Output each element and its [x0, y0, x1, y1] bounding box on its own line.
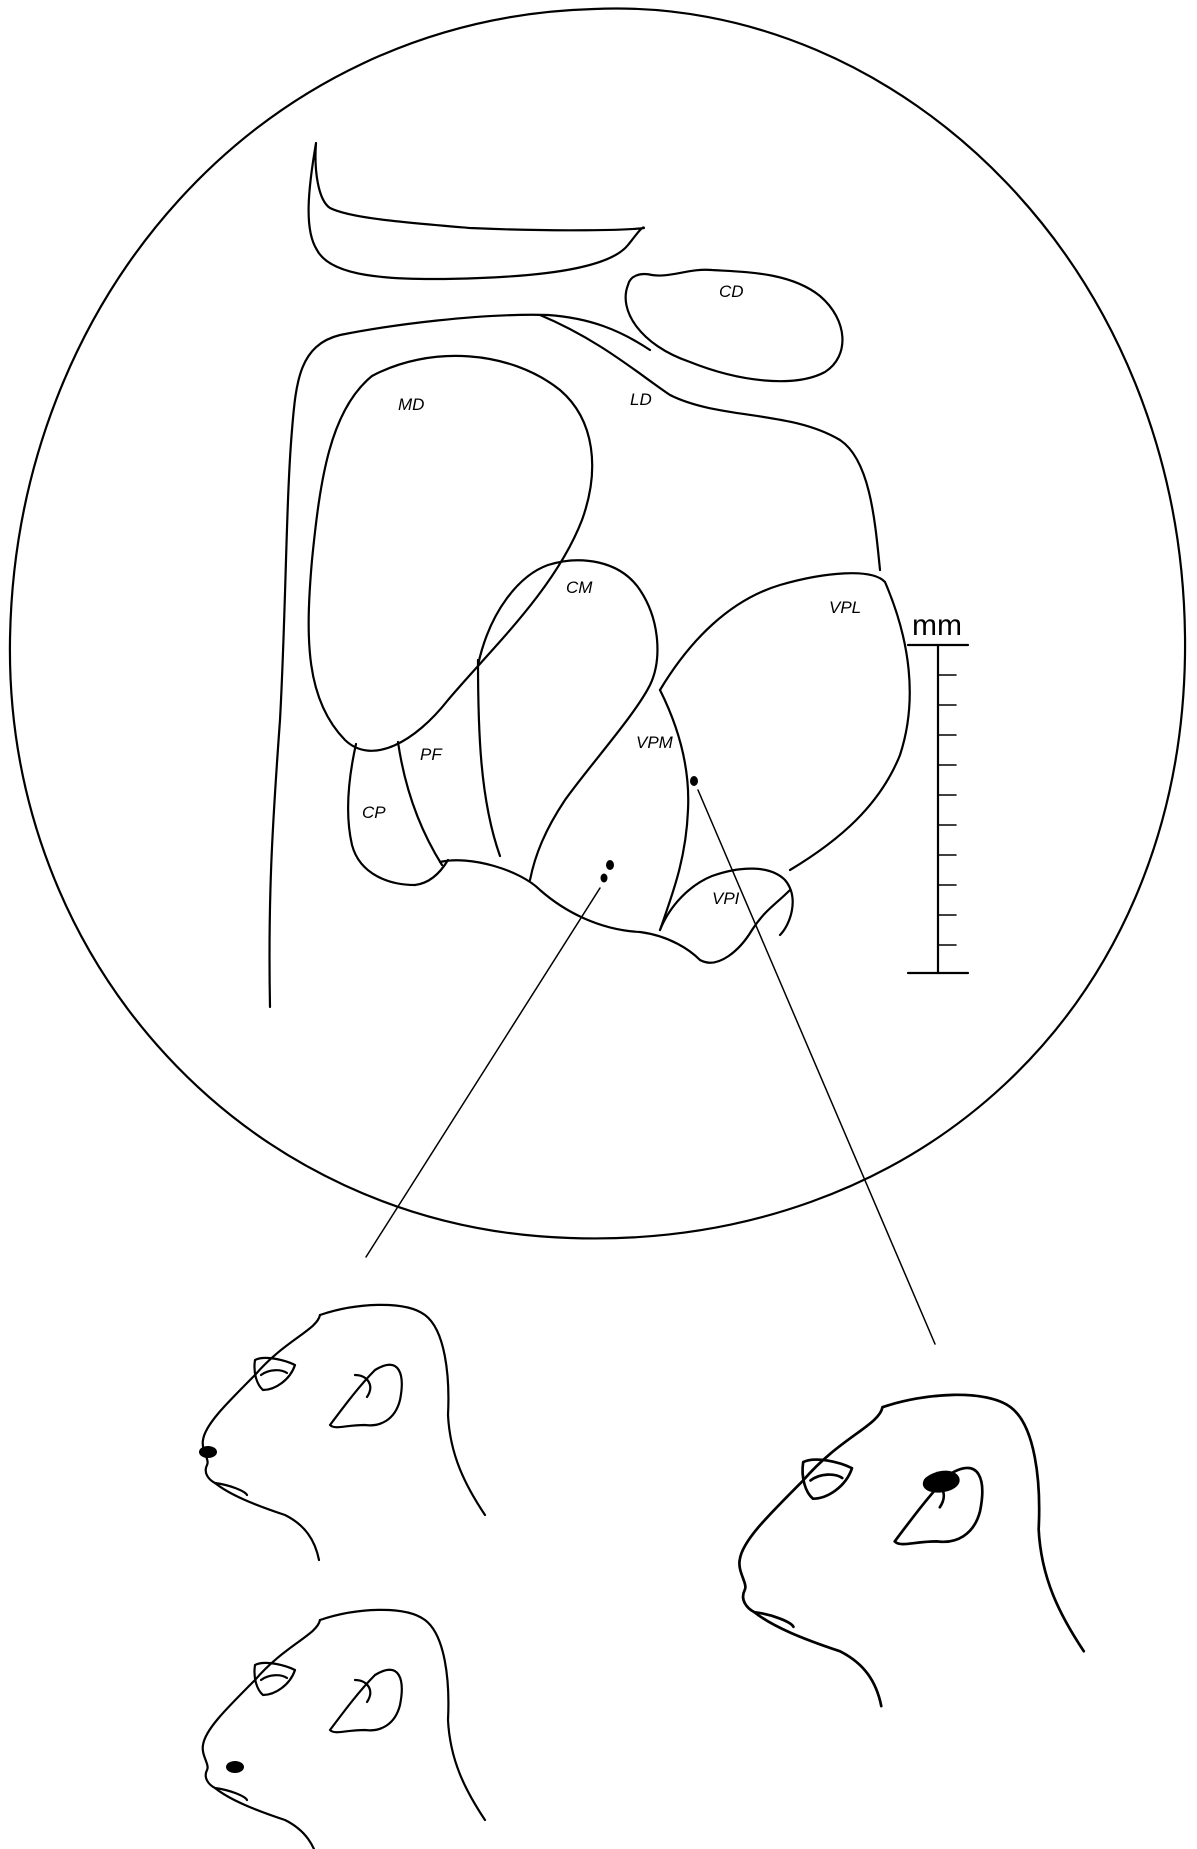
monkey-face-receptive-field-3 — [739, 1395, 1083, 1706]
nucleus-VPL-label: VPL — [829, 598, 861, 617]
recording-site-marker — [601, 874, 608, 883]
section-left-edge — [269, 315, 650, 1007]
nucleus-CM-outline — [478, 560, 657, 880]
section-bottom-contour — [440, 860, 790, 962]
nucleus-MD-outline — [309, 356, 593, 751]
section-outline-circle — [10, 8, 1185, 1238]
nucleus-VPM-label: VPM — [636, 733, 674, 752]
scale-bar — [908, 645, 968, 973]
nucleus-MD-label: MD — [398, 395, 424, 414]
nucleus-LD-label: LD — [630, 390, 652, 409]
nucleus-CD-label: CD — [719, 282, 744, 301]
ventricle-contour — [309, 143, 644, 279]
scale-bar-unit: mm — [912, 609, 962, 642]
monkey-face-receptive-field-2 — [203, 1610, 485, 1849]
projection-line-left — [366, 888, 600, 1257]
nucleus-VPL-outline — [660, 573, 910, 870]
monkey-face-receptive-field-1 — [199, 1305, 485, 1560]
nucleus-VPI-label: VPI — [712, 889, 740, 908]
cm-left-boundary — [478, 660, 500, 856]
nucleus-CM-label: CM — [566, 578, 593, 597]
projection-line-right — [698, 790, 935, 1344]
nucleus-PF-label: PF — [420, 745, 443, 764]
recording-site-marker — [606, 860, 614, 870]
recording-site-marker — [690, 776, 698, 786]
nucleus-CP-label: CP — [362, 803, 386, 822]
